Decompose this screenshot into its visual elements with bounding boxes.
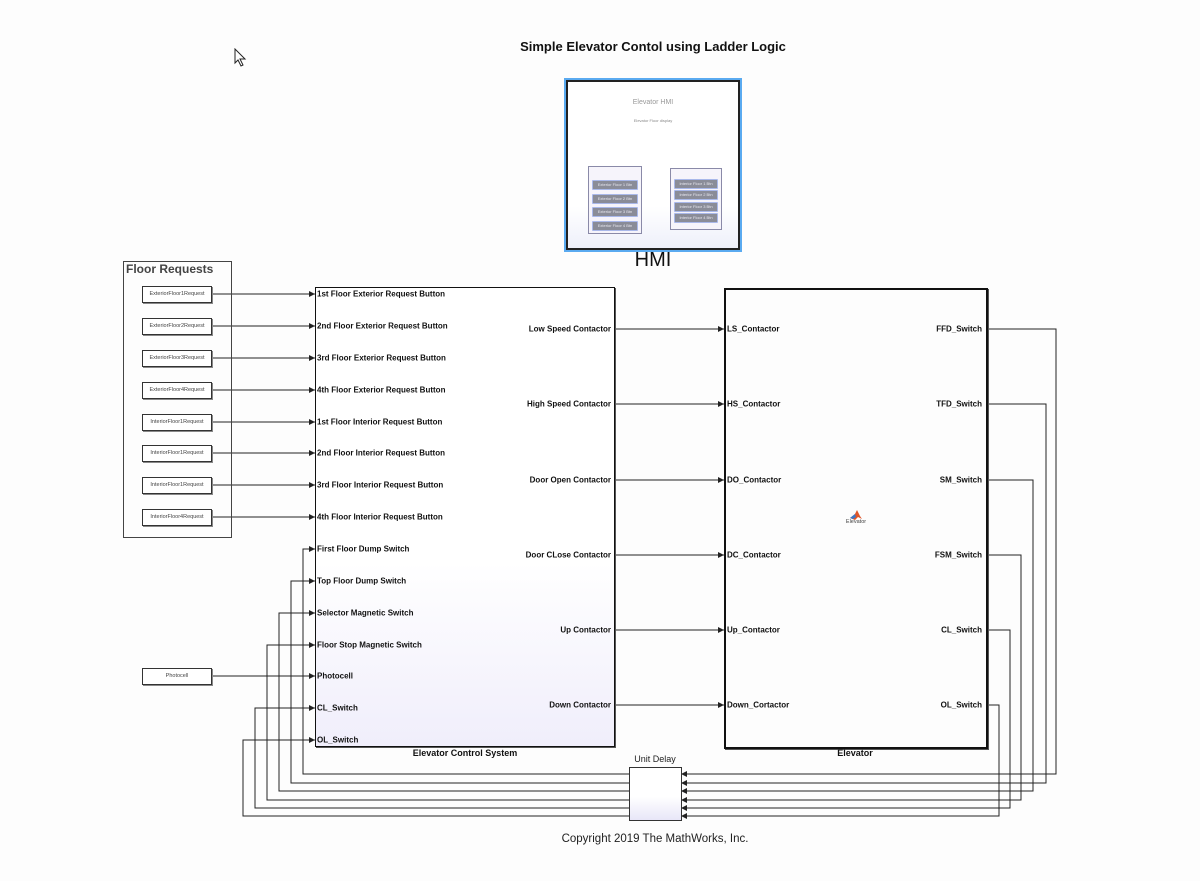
hmi-button[interactable]: Exterior Floor 2 Btn (592, 194, 638, 204)
delayed-feedback-line (278, 610, 629, 792)
unit-delay-label: Unit Delay (634, 754, 676, 764)
request-block-interior-floor-2[interactable]: InteriorFloor1Request (142, 445, 212, 462)
ecs-input-port: Top Floor Dump Switch (317, 576, 407, 586)
request-block-interior-floor-1[interactable]: InteriorFloor1Request (142, 414, 212, 431)
elevator-output-port: OL_Switch (940, 700, 982, 710)
delayed-feedback-line (242, 737, 629, 817)
elevator-input-port: DC_Contactor (727, 550, 781, 560)
feedback-signal-line (681, 704, 1000, 819)
ecs-input-port: Selector Magnetic Switch (317, 608, 414, 618)
hmi-button[interactable]: Interior Floor 1 Btn (674, 179, 718, 189)
elevator-input-port: LS_Contactor (727, 324, 780, 334)
hmi-exterior-panel: Exterior Floor 1 Btn Exterior Floor 2 Bt… (588, 166, 642, 234)
elevator-output-port: FFD_Switch (936, 324, 982, 334)
ecs-input-port: Photocell (317, 671, 354, 681)
hmi-label: HMI (634, 249, 672, 271)
ecs-output-port: Down Contactor (549, 700, 611, 710)
delayed-feedback-line (266, 642, 629, 801)
hmi-button[interactable]: Interior Floor 2 Btn (674, 190, 718, 200)
hmi-button[interactable]: Exterior Floor 1 Btn (592, 180, 638, 190)
elevator-input-port: DO_Contactor (727, 475, 782, 485)
hmi-button[interactable]: Exterior Floor 4 Btn (592, 221, 638, 231)
ecs-input-port: 1st Floor Interior Request Button (317, 417, 443, 427)
diagram-title: Simple Elevator Contol using Ladder Logi… (520, 39, 786, 54)
floor-requests-area: Floor Requests (123, 261, 232, 538)
feedback-signal-line (681, 328, 1057, 777)
elevator-output-port: TFD_Switch (936, 399, 982, 409)
ecs-output-port: Door CLose Contactor (525, 550, 611, 560)
request-block-exterior-floor-1[interactable]: ExteriorFloor1Request (142, 286, 212, 303)
ecs-output-port: Up Contactor (560, 625, 611, 635)
ecs-input-port: 3rd Floor Exterior Request Button (317, 353, 446, 363)
hmi-button[interactable]: Exterior Floor 3 Btn (592, 207, 638, 217)
photocell-block[interactable]: Photocell (142, 668, 212, 685)
hmi-button[interactable]: Interior Floor 3 Btn (674, 202, 718, 212)
ecs-input-port: 1st Floor Exterior Request Button (317, 289, 446, 299)
mouse-cursor-icon (234, 48, 247, 67)
ecs-input-port: First Floor Dump Switch (317, 544, 410, 554)
feedback-signal-line (681, 554, 1022, 803)
elevator-output-port: SM_Switch (939, 475, 982, 485)
hmi-button[interactable]: Interior Floor 4 Btn (674, 213, 718, 223)
ecs-input-port: 2nd Floor Exterior Request Button (317, 321, 448, 331)
ecs-input-port: 3rd Floor Interior Request Button (317, 480, 444, 490)
matlab-logo-icon (850, 510, 862, 520)
hmi-interior-panel: Interior Floor 1 Btn Interior Floor 2 Bt… (670, 168, 722, 230)
hmi-inner-title: Elevator HMI (632, 99, 674, 106)
elevator-output-port: FSM_Switch (934, 550, 982, 560)
ecs-input-port: 2nd Floor Interior Request Button (317, 448, 445, 458)
elevator-input-port: HS_Contactor (727, 399, 781, 409)
feedback-signal-line (681, 479, 1034, 794)
delayed-feedback-line (254, 705, 629, 809)
ecs-input-port: Floor Stop Magnetic Switch (317, 640, 422, 650)
ecs-caption: Elevator Control System (412, 748, 518, 758)
feedback-signal-line (681, 629, 1011, 811)
elevator-caption: Elevator (837, 748, 873, 758)
ecs-input-port: CL_Switch (317, 703, 358, 713)
delayed-feedback-line (302, 546, 629, 775)
ecs-input-port: 4th Floor Exterior Request Button (317, 385, 446, 395)
request-block-exterior-floor-3[interactable]: ExteriorFloor3Request (142, 350, 212, 367)
elevator-input-port: Up_Contactor (727, 625, 780, 635)
request-block-exterior-floor-4[interactable]: ExteriorFloor4Request (142, 382, 212, 399)
hmi-inner-subtitle: Elevator Floor display (633, 118, 673, 123)
copyright-text: Copyright 2019 The MathWorks, Inc. (561, 833, 749, 845)
request-block-interior-floor-4[interactable]: InteriorFloor4Request (142, 509, 212, 526)
ecs-output-port: Low Speed Contactor (528, 324, 611, 334)
ecs-output-port: Door Open Contactor (529, 475, 611, 485)
hmi-block[interactable]: Elevator HMI Elevator Floor display Exte… (564, 78, 742, 252)
elevator-icon-label: Elevator (845, 519, 867, 525)
feedback-signal-line (681, 403, 1047, 786)
delayed-feedback-line (290, 578, 629, 784)
request-block-exterior-floor-2[interactable]: ExteriorFloor2Request (142, 318, 212, 335)
ecs-input-port: OL_Switch (317, 735, 359, 745)
elevator-control-system-block[interactable] (315, 287, 615, 747)
request-block-interior-floor-3[interactable]: InteriorFloor1Request (142, 477, 212, 494)
elevator-output-port: CL_Switch (941, 625, 982, 635)
floor-requests-title: Floor Requests (126, 262, 214, 276)
ecs-output-port: High Speed Contactor (526, 399, 611, 409)
unit-delay-block[interactable] (629, 767, 682, 821)
elevator-input-port: Down_Cortactor (727, 700, 790, 710)
ecs-input-port: 4th Floor Interior Request Button (317, 512, 443, 522)
